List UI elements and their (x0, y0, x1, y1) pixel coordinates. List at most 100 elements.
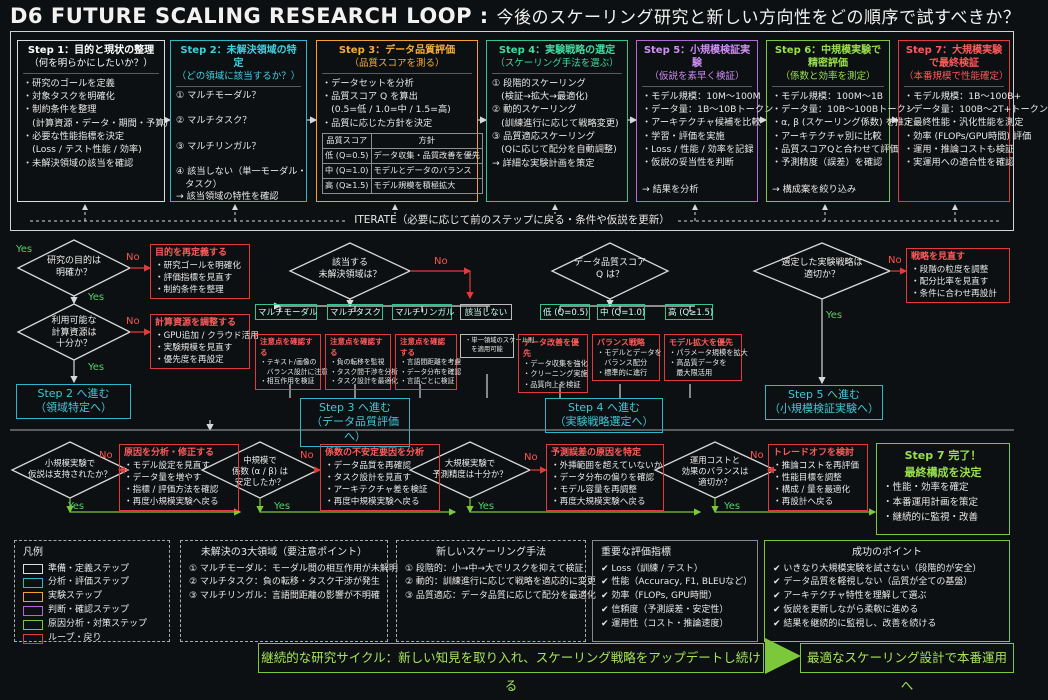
step-item: ・品質スコア Q を算出 (322, 91, 418, 103)
list-item: ・高品質データを (669, 358, 727, 368)
list-item: ① マルチモーダル：モーダル間の相互作用が未解明 (189, 563, 398, 574)
legend-item: 準備・定義ステップ (23, 563, 161, 577)
step-title: Step 5：小規模検証実験 (643, 45, 751, 69)
list-item: ✔ アーキテクチャ特性を理解して選ぶ (773, 591, 927, 602)
legend-label: ループ・戻り (48, 633, 102, 644)
tag-multitask: マルチタスク (327, 304, 383, 320)
connector-lines (10, 116, 1014, 674)
list-item: ・相互作用を検証 (260, 377, 315, 386)
list-item: ✔ 信頼度（予測誤差・安定性） (601, 605, 729, 616)
yes-label: Yes (88, 362, 105, 373)
no-label: No (300, 450, 314, 461)
step-item: ・Loss / 性能 / 効率を記録 (642, 144, 754, 156)
list-item: ③ マルチリンガル：言語間距離の影響が不明確 (189, 591, 380, 602)
no-label: No (99, 450, 113, 461)
legend-swatch (23, 592, 43, 603)
step-item: ・アーキテクチャ候補を比較 (642, 117, 761, 129)
list-item: ・タスク設計を最適化 (330, 377, 398, 386)
step-title: Step 7：大規模実験で最終検証 (905, 45, 1003, 69)
go-step-2-button[interactable]: Step 2 へ進む （領域特定へ） (16, 384, 131, 419)
success-panel: 成功のポイント✔ いきなり大規模実験を試さない（段階的が安全）✔ データ品質を軽… (764, 540, 1010, 642)
list-item: ・性能・効率を確定 (883, 482, 969, 494)
final-deploy-banner: 最適なスケーリング設計で本番運用へ (800, 643, 1014, 693)
list-item: ・データ量を増やす (124, 472, 202, 483)
legend-swatch (23, 620, 43, 631)
step-item: タスク） (176, 178, 222, 190)
decision-small: 小規模実験で 仮説は支持されたか？ (28, 458, 112, 479)
step-item: ・アーキテクチャ別に比較 (772, 130, 882, 142)
list-item: ・再設計へ戻る (773, 496, 834, 507)
legend-item: 実験ステップ (23, 590, 161, 604)
list-item: ・品質向上を検証 (523, 379, 581, 389)
step-item: ・最終性能・汎化性能を測定 (904, 117, 1024, 129)
list-item: バランス設計に注意 (260, 367, 328, 376)
redefine-goal-box: 目的を再定義する・研究ゴールを明確化・評価指標を見直す・制約条件を整理 (150, 244, 250, 299)
step-item: ・データセットを分析 (322, 77, 414, 89)
step-item: ・データ量：10B～100Bトークン (772, 104, 915, 116)
step-item: ・学習・評価を実施 (642, 130, 725, 142)
go-step-3-button[interactable]: Step 3 へ進む （データ品質評価へ） (300, 398, 410, 447)
step-item: ・品質スコアQと合わせて評価 (772, 144, 899, 156)
step-item: ・実運用への適合性を確認 (904, 157, 1015, 169)
yes-label: Yes (68, 501, 85, 512)
list-item: ・クリーニング実施 (523, 369, 588, 379)
list-item: ・指標 / 評価方法を確認 (124, 484, 219, 495)
analyze-large-box: 予測誤差の原因を特定・外挿範囲を超えていないか・データ分布の偏りを確認・モデル容… (546, 444, 664, 511)
quality-table: 品質スコア方針 低 (Q=0.5)データ収集・品質改善を優先 中 (Q=1.0)… (322, 133, 483, 194)
step-item: ・予測精度（誤差）を確認 (772, 157, 883, 169)
step-item: → 構成案を絞り込み (772, 184, 857, 196)
list-item: ・標準的に進行 (597, 368, 648, 378)
step-item: ④ 該当しない（単一モーダル・ (176, 165, 307, 177)
step-item: ・モデル規模：1B～100B+ (904, 90, 1022, 102)
list-item: ・本番運用計画を策定 (883, 496, 979, 508)
step-item: (0.5=低 / 1.0=中 / 1.5=高) (322, 104, 451, 116)
tradeoff-box: トレードオフを検討・推論コストを再評価・性能目標を調整・構成 / 量を最適化・再… (768, 444, 868, 511)
list-item: ・データ分布の偏りを確認 (551, 472, 655, 483)
decision-compute: 利用可能な 計算資源は 十分か？ (51, 316, 97, 350)
step-4-box: Step 4：実験戦略の選定 （スケーリング手法を選ぶ） ① 段階的スケーリング… (486, 40, 628, 202)
list-item: ・外挿範囲を超えていないか (551, 460, 663, 471)
metrics-panel: 重要な評価指標✔ Loss（訓練 / テスト）✔ 性能（Accuracy, F1… (592, 540, 758, 642)
no-label: No (126, 252, 140, 263)
list-item: を適用可能 (465, 345, 503, 353)
list-item: ✔ データ品質を軽視しない（品質が全ての基盤） (773, 577, 973, 588)
legend-panel: 凡例 準備・定義ステップ分析・評価ステップ実験ステップ判断・確認ステップ原因分析… (14, 540, 170, 645)
step-items: ・研究のゴールを定義・対象タスクを明確化・制約条件を整理 (計算資源・データ・期… (23, 77, 168, 170)
list-item: ・再度小規模実験へ戻る (124, 496, 219, 507)
legend-item: 判断・確認ステップ (23, 604, 161, 618)
legend-swatch (23, 564, 43, 575)
step-item: ・モデル規模：10M～100M (642, 90, 761, 102)
legend-swatch (23, 634, 43, 645)
step-6-box: Step 6：中規模実験で精密評価 （係数と効率を測定） ・モデル規模：100M… (766, 40, 915, 202)
iterate-label: ITERATE（必要に応じて前のステップに戻る・条件や仮説を更新） (10, 212, 1014, 227)
step-item: ・仮説の妥当性を判断 (642, 157, 734, 169)
list-item: ・タスク設計を見直す (325, 472, 411, 483)
go-step-5-button[interactable]: Step 5 へ進む （小規模検証実験へ） (765, 385, 883, 420)
list-item: ・負の転移を監視 (330, 358, 385, 366)
step-item: ② 動的スケーリング (492, 104, 577, 116)
decision-strategy: 選定した実験戦略は 適切か？ (781, 258, 863, 280)
list-item: ・推論コストを再評価 (773, 460, 859, 471)
research-cycle-banner: 継続的な研究サイクル：新しい知見を取り入れ、スケーリング戦略をアップデートし続け… (258, 643, 764, 693)
list-item: ・実験規模を見直す (155, 342, 233, 353)
unsolved-panel: 未解決の3大領域（要注意ポイント）① マルチモーダル：モーダル間の相互作用が未解… (180, 540, 398, 642)
check-multimodal-box: 注意点を確認する・テキスト/画像の バランス設計に注意・相互作用を検証 (255, 334, 328, 390)
yes-label: Yes (274, 501, 291, 512)
page-title: D6 FUTURE SCALING RESEARCH LOOP : 今後のスケー… (10, 4, 1021, 28)
steps-frame (10, 31, 1014, 231)
step-item: ・制約条件を整理 (23, 104, 97, 116)
step-items: ・モデル規模：100M～1B・データ量：10B～100Bトークン・α, β (ス… (772, 90, 915, 197)
go-step-4-button[interactable]: Step 4 へ進む （実験戦略選定へ） (545, 398, 663, 433)
list-item: ・構成 / 量を最適化 (773, 484, 851, 495)
step-item: ① マルチモーダル？ (176, 89, 261, 101)
step-item (176, 102, 301, 115)
step-item (176, 128, 301, 141)
list-item: ・配分比率を見直す (911, 276, 989, 287)
step-items: ・モデル規模：1B～100B+・データ量：100B～2T+トークン・最終性能・汎… (904, 90, 1048, 170)
step-item: ・対象タスクを明確化 (23, 91, 115, 103)
tag-high-quality: 高 (Q≥1.5) (665, 304, 713, 320)
step-item: → 詳細な実験計画を策定 (492, 157, 595, 169)
step-title: Step 2：未解決領域の特定 (180, 45, 297, 69)
tag-none: 該当しない (460, 304, 512, 320)
